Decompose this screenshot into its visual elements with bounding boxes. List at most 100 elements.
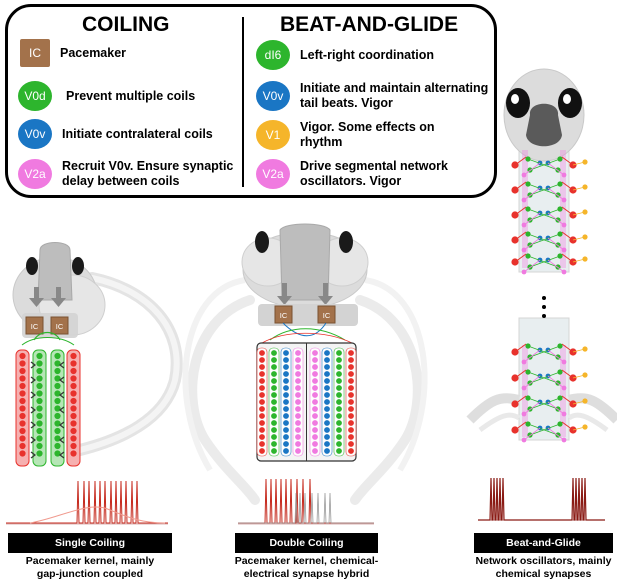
- pink-band: [522, 345, 528, 437]
- neuron-dot: [70, 397, 77, 405]
- double-coiling-description: Pacemaker kernel, chemical- electrical s…: [230, 555, 383, 581]
- neuron-dot: [283, 406, 289, 412]
- neuron-dot: [36, 412, 43, 420]
- neuron-dot: [70, 360, 77, 367]
- neuron-dot: [336, 392, 342, 398]
- neuron-dot: [348, 427, 354, 433]
- neuron-dot: [348, 378, 354, 384]
- neuron-dot: [283, 392, 289, 398]
- neuron-dot: [19, 420, 26, 427]
- connection: [514, 421, 527, 431]
- neuron-dot: [312, 364, 318, 370]
- neuron-dot: [54, 390, 61, 397]
- neuron-dot: [70, 442, 77, 450]
- neuron-dot: [324, 357, 330, 363]
- connection: [527, 255, 559, 268]
- neuron-dot: [54, 420, 61, 427]
- neuron-dot: [70, 382, 77, 390]
- neuron-dot: [324, 434, 330, 440]
- neuron-dot: [19, 435, 26, 442]
- ic-description: Pacemaker: [60, 45, 127, 60]
- neuron-dot: [19, 427, 26, 435]
- connection: [547, 212, 565, 226]
- neuron-dot: [324, 420, 330, 426]
- double-coiling-label: Double Coiling: [235, 533, 378, 553]
- beat-and-glide-label: Beat-and-Glide: [474, 533, 613, 553]
- neuron-dot: [295, 392, 301, 398]
- neuron-dot: [324, 371, 330, 377]
- neuron-dot: [283, 385, 289, 391]
- connection: [527, 423, 559, 436]
- neuron-dot: [70, 352, 77, 360]
- legend-row-v1: V1 Vigor. Some effects on rhythm: [256, 120, 491, 150]
- neuron-dot: [70, 427, 77, 435]
- connection: [527, 158, 559, 171]
- neuron-dot: [324, 385, 330, 391]
- neuron-dot: [312, 413, 318, 419]
- neuron-dot: [324, 350, 330, 356]
- connection: [527, 183, 559, 196]
- neuron-dot: [54, 352, 61, 360]
- connection: [523, 162, 541, 176]
- neuron-dot: [36, 352, 43, 360]
- neuron-dot: [271, 378, 277, 384]
- neuron-dot: [348, 441, 354, 447]
- connection: [561, 343, 574, 353]
- neuron-dot: [54, 360, 61, 367]
- neuron-dot: [36, 390, 43, 397]
- connection: [547, 187, 565, 201]
- neuron-dot: [259, 448, 265, 454]
- double-coiling-desc-line1: Pacemaker kernel, chemical-: [234, 555, 379, 567]
- ic-box-2: IC: [56, 322, 64, 331]
- neuron-dot: [271, 371, 277, 377]
- neuron-dot: [271, 413, 277, 419]
- neuron-dot: [348, 399, 354, 405]
- connection: [547, 259, 565, 273]
- neuron-dot: [283, 427, 289, 433]
- di6-description: Left-right coordination: [300, 47, 435, 62]
- neuron-dot: [259, 392, 265, 398]
- synapse-mark: [30, 421, 36, 429]
- neuron-dot: [19, 382, 26, 390]
- neuron-dot: [283, 413, 289, 419]
- synapse-mark: [30, 436, 36, 444]
- neuron-dot: [70, 390, 77, 397]
- neuron-dot: [295, 357, 301, 363]
- connection: [572, 400, 586, 405]
- neuron-dot: [54, 367, 61, 375]
- neuron-dot: [36, 360, 43, 367]
- neuron-dot: [283, 357, 289, 363]
- neuron-dot: [295, 350, 301, 356]
- neuron-dot: [70, 367, 77, 375]
- neuron-dot: [312, 406, 318, 412]
- connection: [547, 375, 565, 389]
- legend-row-ic: IC Pacemaker: [20, 39, 126, 67]
- neuron-dot: [259, 378, 265, 384]
- neuron-dot: [336, 350, 342, 356]
- neuron-dot: [283, 441, 289, 447]
- v2a-coiling-badge: V2a: [18, 159, 52, 189]
- neuron-dot: [348, 357, 354, 363]
- neuron-dot: [271, 448, 277, 454]
- neuron-dot: [295, 448, 301, 454]
- connection: [523, 212, 541, 226]
- ic-box-3: IC: [280, 311, 288, 320]
- neuron-dot: [70, 420, 77, 427]
- neuron-dot: [54, 442, 61, 450]
- neuron-dot: [271, 434, 277, 440]
- connection: [527, 208, 559, 221]
- v0v-beat-description: Initiate and maintain alternating tail b…: [300, 81, 489, 110]
- neuron-dot: [283, 434, 289, 440]
- connection: [547, 237, 565, 251]
- neuron-dot: [295, 427, 301, 433]
- legend-row-v2a-beat: V2a Drive segmental network oscillators.…: [256, 159, 491, 189]
- neuron-dot: [19, 352, 26, 360]
- single-coiling-label: Single Coiling: [8, 533, 172, 553]
- connection: [523, 401, 541, 415]
- single-coiling-trace: [6, 480, 168, 525]
- synapse-mark: [30, 376, 36, 384]
- connection: [547, 401, 565, 415]
- di6-badge: dI6: [256, 40, 290, 70]
- neuron-dot: [19, 397, 26, 405]
- legend-row-v0d: V0d Prevent multiple coils: [18, 81, 195, 111]
